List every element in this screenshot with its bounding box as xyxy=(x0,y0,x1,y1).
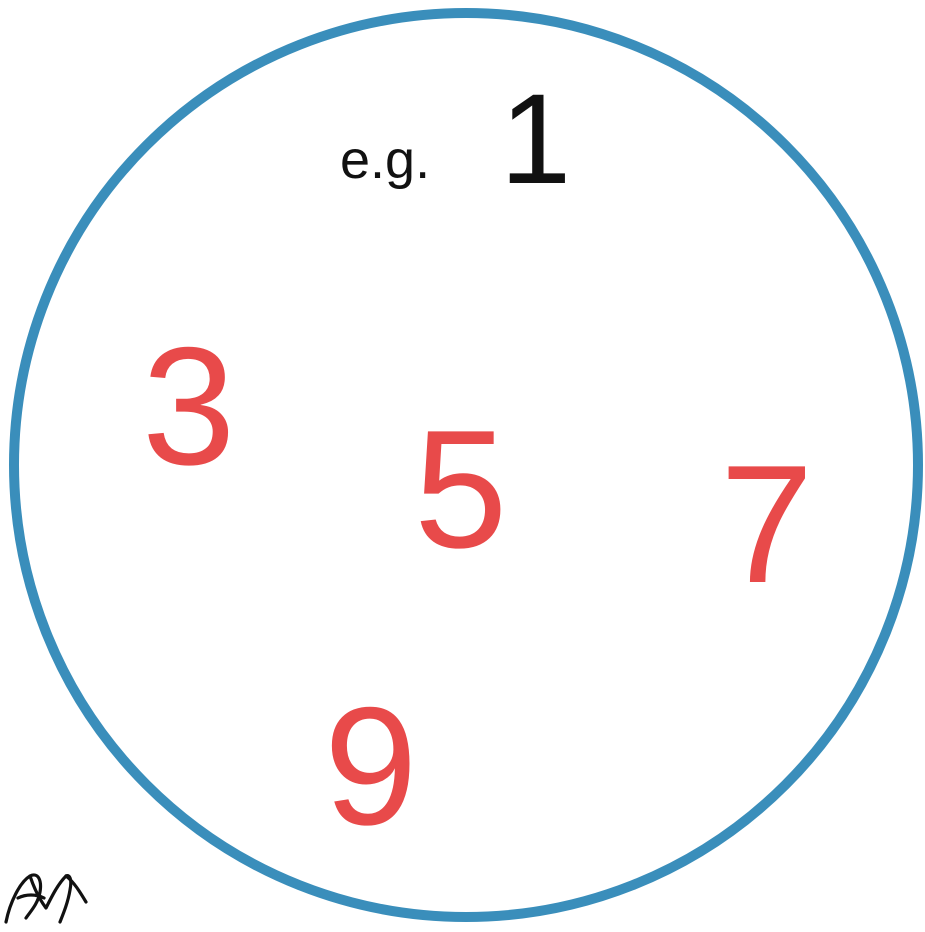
number-7: 7 xyxy=(720,430,814,618)
outer-circle xyxy=(9,8,923,922)
number-5: 5 xyxy=(414,395,508,583)
number-9: 9 xyxy=(324,672,418,860)
handwritten-monogram-logo-icon xyxy=(4,873,88,924)
number-3: 3 xyxy=(142,312,236,500)
example-number: 1 xyxy=(500,68,572,211)
example-prefix: e.g. xyxy=(340,130,431,190)
